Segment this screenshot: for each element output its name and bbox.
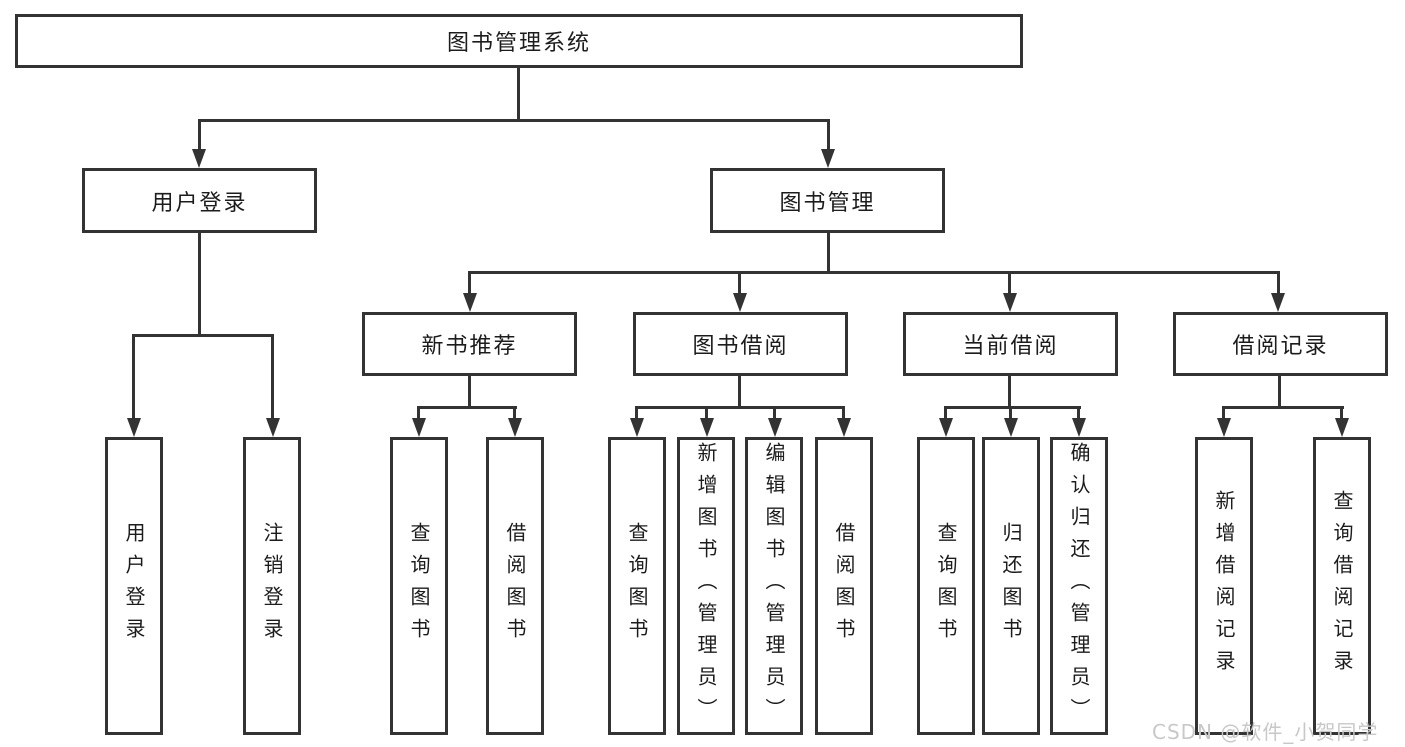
node-book-management: 图书管理 <box>710 168 945 233</box>
connector-line <box>1340 406 1343 419</box>
node-label: 借阅图书 <box>832 522 856 650</box>
connector-line <box>1222 406 1225 419</box>
arrow-down-icon <box>1271 293 1285 312</box>
node-edit-book-admin: 编辑图书（管理员） <box>745 437 803 735</box>
node-user-login-action: 用户登录 <box>105 437 163 735</box>
arrow-down-icon <box>630 418 644 437</box>
node-label: 查询借阅记录 <box>1330 490 1354 682</box>
node-query-books-current: 查询图书 <box>917 437 975 735</box>
node-label: 图书管理系统 <box>446 31 591 56</box>
node-query-books-borrowing: 查询图书 <box>608 437 666 735</box>
node-label: 用户登录 <box>151 190 248 216</box>
node-label: 查询图书 <box>625 522 649 650</box>
connector-line <box>738 376 741 408</box>
node-query-borrow-record: 查询借阅记录 <box>1313 437 1371 735</box>
node-label: 当前借阅 <box>962 334 1059 359</box>
arrow-down-icon <box>1335 418 1349 437</box>
node-label: 归还图书 <box>999 522 1023 650</box>
connector-line <box>827 233 830 274</box>
connector-line <box>944 406 947 419</box>
node-label: 查询图书 <box>934 522 958 650</box>
node-add-book-admin: 新增图书（管理员） <box>677 437 735 735</box>
arrow-down-icon <box>1072 418 1086 437</box>
connector-line <box>417 406 420 419</box>
connector-line <box>1077 406 1080 419</box>
arrow-down-icon <box>412 418 426 437</box>
node-label: 借阅图书 <box>503 522 527 650</box>
arrow-down-icon <box>768 418 782 437</box>
node-book-borrowing: 图书借阅 <box>633 312 848 376</box>
connector-line <box>635 406 638 419</box>
node-label: 查询图书 <box>407 522 431 650</box>
node-borrowing-records: 借阅记录 <box>1173 312 1388 376</box>
connector-line <box>513 406 516 419</box>
node-label: 新书推荐 <box>421 334 518 359</box>
arrow-down-icon <box>266 418 280 437</box>
arrow-down-icon <box>700 418 714 437</box>
connector-line <box>635 406 845 409</box>
arrow-down-icon <box>1004 418 1018 437</box>
node-add-borrow-record: 新增借阅记录 <box>1195 437 1253 735</box>
connector-line <box>842 406 845 419</box>
connector-line <box>468 271 471 294</box>
arrow-down-icon <box>1217 418 1231 437</box>
connector-line <box>1008 271 1011 294</box>
arrow-down-icon <box>127 418 141 437</box>
node-label: 新增图书（管理员） <box>694 442 718 730</box>
connector-line <box>132 334 274 337</box>
connector-line <box>1222 406 1344 409</box>
arrow-down-icon <box>1003 293 1017 312</box>
node-confirm-return-admin: 确认归还（管理员） <box>1050 437 1108 735</box>
connector-line <box>738 271 741 294</box>
arrow-down-icon <box>733 293 747 312</box>
connector-line <box>1277 271 1280 294</box>
connector-line <box>271 334 274 418</box>
connector-line <box>417 406 517 409</box>
node-query-books-recommend: 查询图书 <box>390 437 448 735</box>
connector-line <box>773 406 776 419</box>
connector-line <box>517 67 520 121</box>
node-label: 确认归还（管理员） <box>1067 442 1091 730</box>
arrow-down-icon <box>508 418 522 437</box>
node-borrow-books-recommend: 借阅图书 <box>486 437 544 735</box>
arrow-down-icon <box>837 418 851 437</box>
connector-line <box>1009 406 1012 419</box>
connector-line <box>827 119 830 150</box>
watermark: CSDN @软件_小贺同学 <box>1152 720 1379 744</box>
connector-line <box>944 406 1081 409</box>
node-label: 编辑图书（管理员） <box>762 442 786 730</box>
connector-line <box>1278 376 1281 408</box>
node-logout-action: 注销登录 <box>243 437 301 735</box>
arrow-down-icon <box>463 293 477 312</box>
node-new-book-recommendation: 新书推荐 <box>362 312 577 376</box>
connector-line <box>198 233 201 337</box>
connector-line <box>198 119 830 122</box>
connector-line <box>1008 376 1011 408</box>
node-current-borrowing: 当前借阅 <box>903 312 1118 376</box>
connector-line <box>132 334 135 418</box>
node-borrow-books-borrowing: 借阅图书 <box>815 437 873 735</box>
arrow-down-icon <box>192 149 206 168</box>
connector-line <box>705 406 708 419</box>
node-label: 用户登录 <box>122 522 146 650</box>
connector-line <box>468 271 1280 274</box>
arrow-down-icon <box>821 149 835 168</box>
node-label: 借阅记录 <box>1232 334 1329 359</box>
node-library-management-system: 图书管理系统 <box>15 14 1023 68</box>
arrow-down-icon <box>939 418 953 437</box>
node-label: 注销登录 <box>260 522 284 650</box>
node-label: 新增借阅记录 <box>1212 490 1236 682</box>
connector-line <box>468 376 471 408</box>
node-label: 图书借阅 <box>692 334 789 359</box>
connector-line <box>198 119 201 150</box>
node-label: 图书管理 <box>779 190 876 216</box>
node-user-login: 用户登录 <box>82 168 317 233</box>
node-return-book: 归还图书 <box>982 437 1040 735</box>
